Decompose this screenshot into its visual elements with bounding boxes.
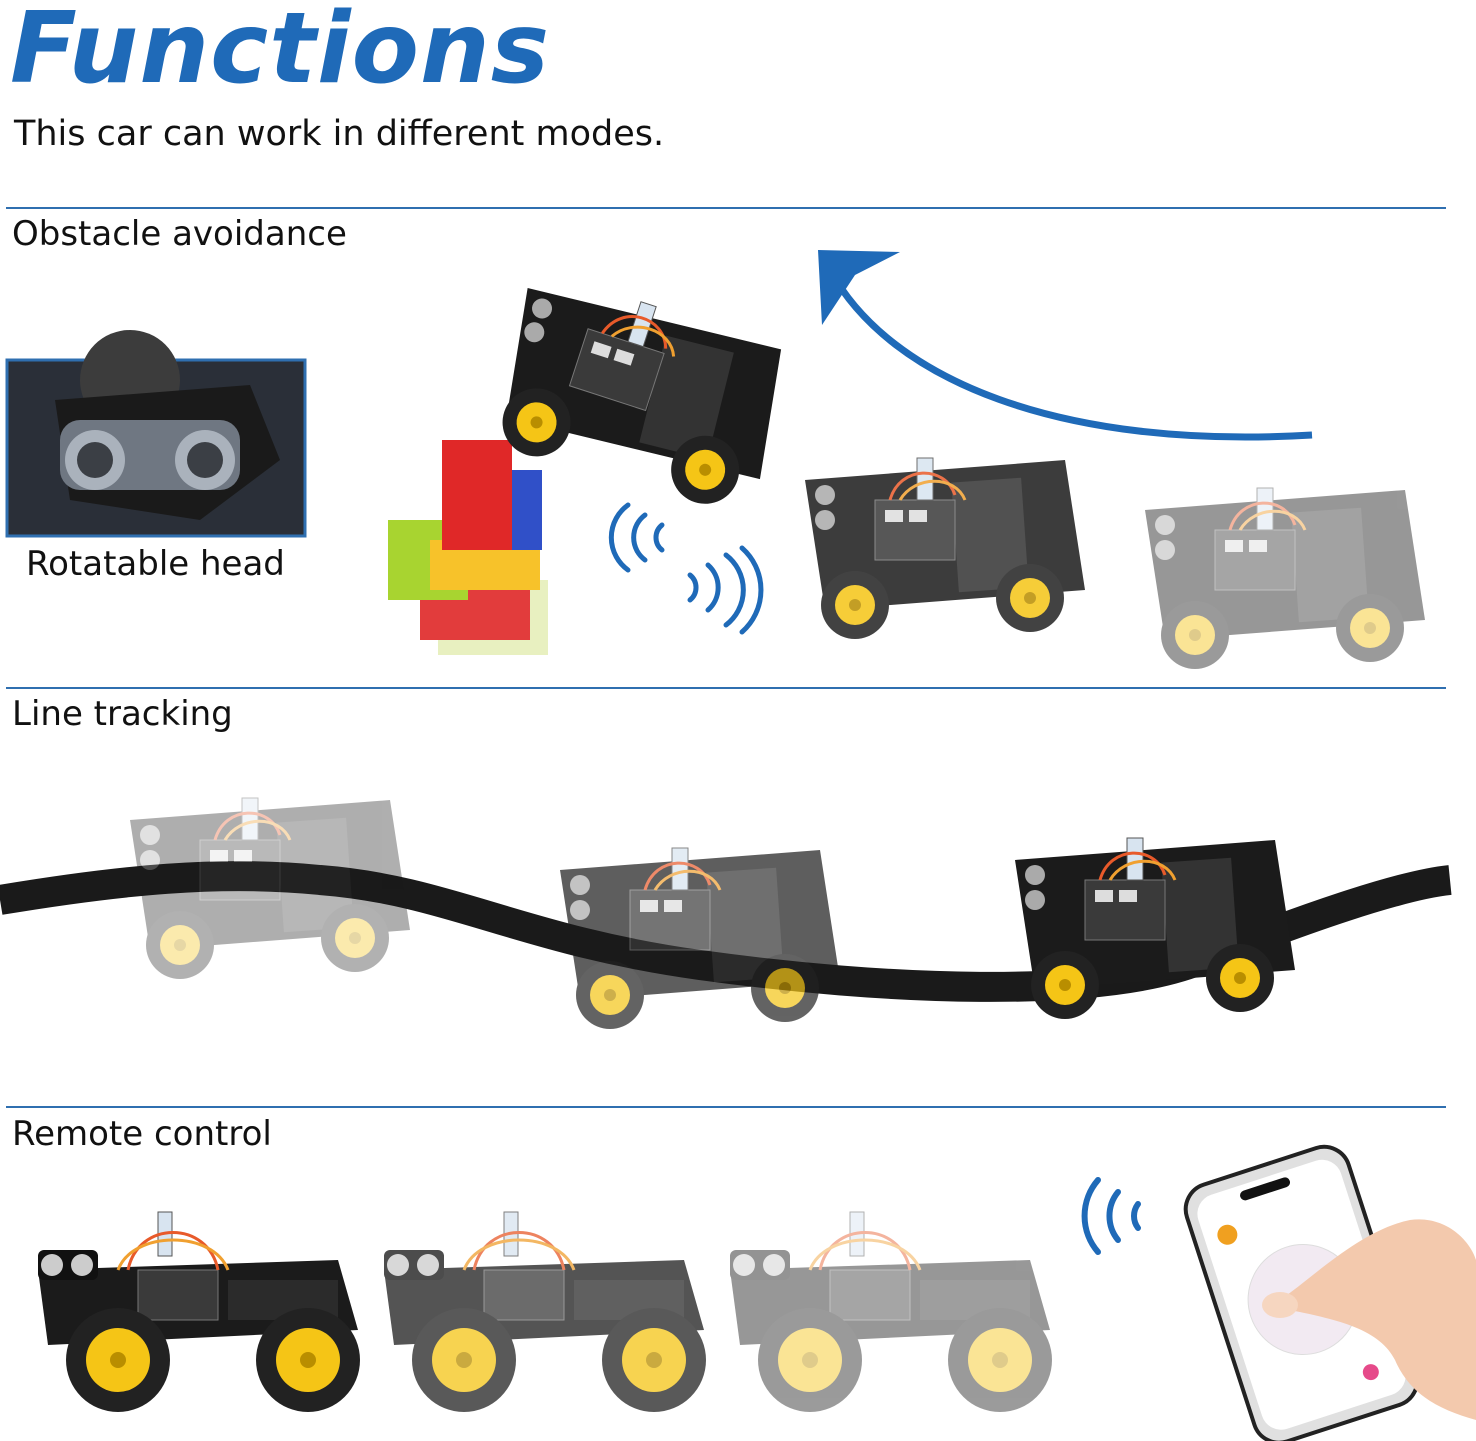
section-title-obstacle-avoidance: Obstacle avoidance [12,214,347,254]
divider-line-tracking [6,687,1446,689]
remote-car-1 [36,1210,362,1414]
line-car-2 [558,846,842,1031]
divider-remote-control [6,1106,1446,1108]
page-subtitle: This car can work in different modes. [14,114,665,154]
building-blocks-icon [388,440,548,655]
divider-obstacle [6,207,1446,209]
section-title-remote-control: Remote control [12,1114,272,1154]
signal-waves-icon [608,502,764,635]
hand-icon [1262,1219,1476,1420]
rotatable-head-photo [5,330,307,538]
car-start [1143,486,1427,671]
car-approaching [803,456,1087,641]
remote-car-3 [728,1210,1054,1414]
page-title: Functions [10,0,551,106]
remote-car-2 [382,1210,708,1414]
remote-signal-icon [1081,1177,1141,1255]
line-car-1 [128,796,412,981]
ultrasonic-sensor-icon [60,420,240,490]
line-car-3 [1013,836,1297,1021]
rotatable-head-caption: Rotatable head [26,544,285,584]
curved-arrow-icon [818,250,1313,441]
section-title-line-tracking: Line tracking [12,694,233,734]
